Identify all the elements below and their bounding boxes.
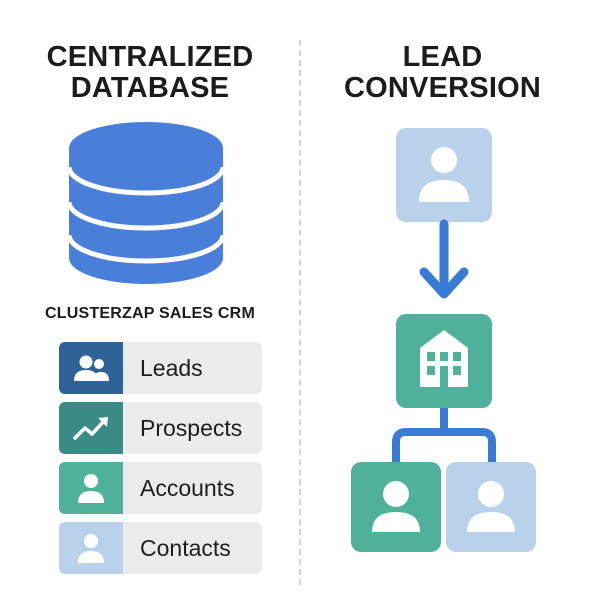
category-label: Prospects (140, 415, 243, 441)
user-icon (467, 481, 515, 532)
category-list: Leads Prospects Accounts Contacts (59, 342, 262, 582)
user-icon (419, 147, 469, 202)
crm-label: CLUSTERZAP SALES CRM (45, 305, 255, 322)
category-label: Contacts (140, 535, 231, 561)
trend-up-icon (59, 402, 123, 454)
converted-contact-node (446, 462, 536, 552)
converted-account-node (351, 462, 441, 552)
right-title-line1: LEAD (402, 41, 483, 73)
arrow-down-icon (419, 219, 469, 299)
left-title-line2: DATABASE (70, 72, 230, 104)
category-label: Leads (140, 355, 203, 381)
user-icon (59, 462, 123, 514)
lead-conversion-title: LEAD CONVERSION (320, 42, 565, 104)
users-icon (59, 342, 123, 394)
building-icon (420, 330, 468, 387)
category-leads: Leads (59, 342, 262, 394)
category-label: Accounts (140, 475, 235, 501)
company-node (396, 314, 492, 408)
right-title-line2: CONVERSION (344, 72, 541, 104)
category-contacts: Contacts (59, 522, 262, 574)
branch-connector (392, 408, 496, 463)
lead-node (396, 128, 492, 222)
panel-divider (299, 40, 301, 585)
category-prospects: Prospects (59, 402, 262, 454)
centralized-database-title: CENTRALIZED DATABASE (30, 42, 270, 104)
left-title-line1: CENTRALIZED (46, 41, 254, 73)
category-accounts: Accounts (59, 462, 262, 514)
user-icon (59, 522, 123, 574)
user-icon (372, 481, 420, 532)
database-cylinder-icon (68, 122, 224, 284)
